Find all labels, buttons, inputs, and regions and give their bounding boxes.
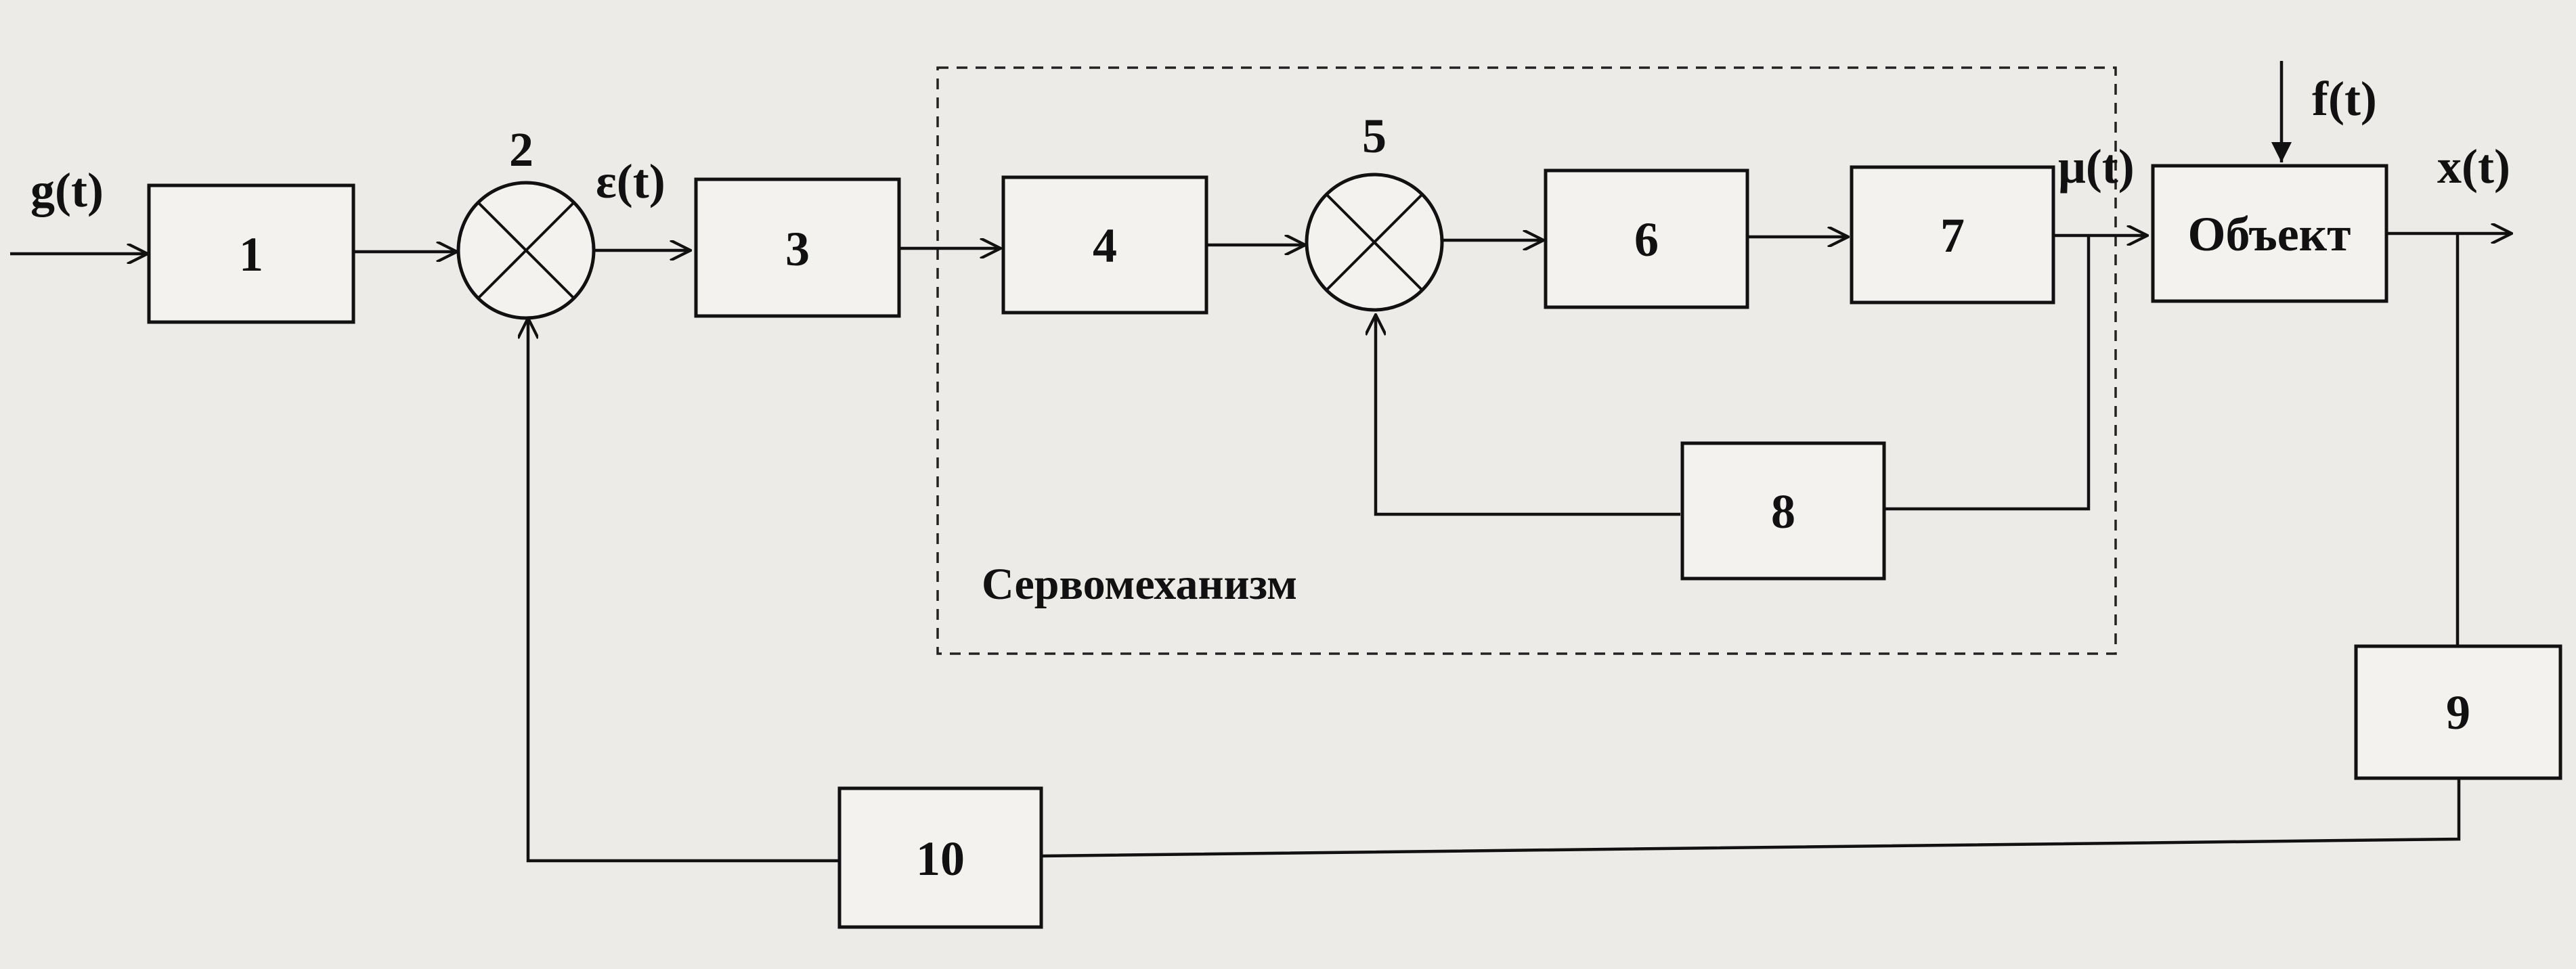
signal-input-label: g(t) [30,163,104,217]
svg-text:7: 7 [1940,208,1965,263]
wire-block-10-to-sum-2 [528,318,838,863]
block-4: 4 [1001,175,1208,315]
svg-text:6: 6 [1634,212,1659,267]
block-8: 8 [1680,441,1886,581]
summing-junction-5 [1305,173,1444,312]
block-7: 7 [1850,165,2055,305]
wire-block-8-to-sum-5 [1376,315,1680,516]
block-object: Объект [2151,164,2388,303]
servomechanism-frame [936,66,2117,655]
wire-block-9-to-block-10 [1041,778,2461,858]
svg-text:9: 9 [2446,685,2470,740]
svg-text:10: 10 [916,832,965,886]
block-6: 6 [1544,168,1749,309]
signal-error-label: ε(t) [596,154,665,208]
summing-junction-2 [456,181,596,320]
svg-text:8: 8 [1771,484,1795,539]
summing-junction-2-label: 2 [509,122,533,177]
summing-junction-5-label: 5 [1362,109,1387,163]
block-9: 9 [2354,644,2562,780]
servomechanism-label: Сервомеханизм [982,560,1297,609]
block-10: 10 [837,786,1043,929]
svg-text:3: 3 [785,222,810,276]
block-3: 3 [694,177,901,318]
svg-text:Объект: Объект [2188,207,2351,261]
signal-disturbance-label: f(t) [2312,72,2377,126]
wire-servo-feedback-to-block-8 [1885,235,2091,511]
svg-text:4: 4 [1093,219,1117,273]
block-1: 1 [147,183,355,324]
signal-output-label: x(t) [2437,139,2510,194]
svg-text:1: 1 [239,227,263,281]
signal-control-label: μ(t) [2058,139,2135,194]
